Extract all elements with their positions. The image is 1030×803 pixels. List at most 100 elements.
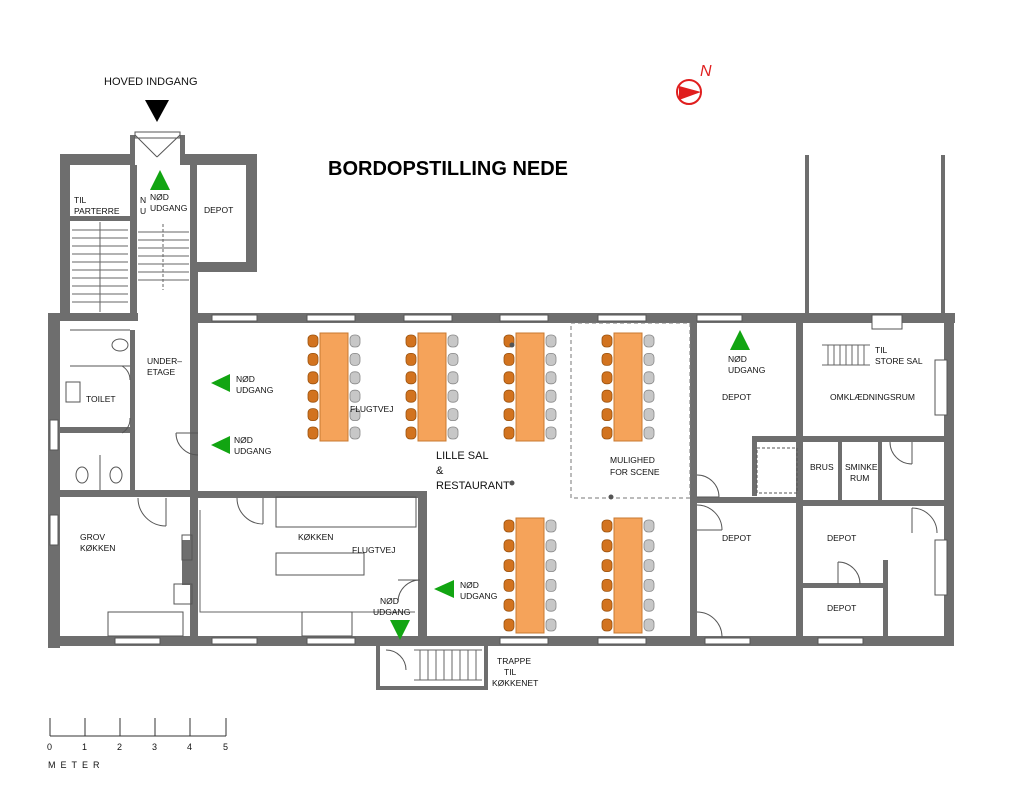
chair (545, 426, 557, 440)
exit-label: NØD (380, 596, 399, 606)
chair (601, 539, 613, 553)
room-marker (608, 494, 614, 500)
chair (601, 371, 613, 385)
entrance-label: HOVED INDGANG (104, 76, 198, 88)
banquet-table (613, 517, 643, 634)
chair (601, 408, 613, 422)
chair (503, 408, 515, 422)
chair (307, 389, 319, 403)
chair (601, 334, 613, 348)
chair (503, 371, 515, 385)
chair (545, 559, 557, 572)
room-labels: TIL PARTERRE N U DEPOT UNDER– ETAGE TOIL… (74, 195, 923, 688)
label-lille-sal: LILLE SAL (436, 450, 489, 462)
chair (349, 334, 361, 348)
chair (503, 598, 515, 612)
exit-label: NØD (234, 435, 253, 445)
scale-tick-label: 1 (82, 742, 87, 752)
scale-unit-label: METER (48, 760, 105, 770)
label-toilet: TOILET (86, 394, 116, 404)
label-restaurant: RESTAURANT (436, 480, 510, 492)
exit-label: UDGANG (460, 591, 497, 601)
chair (503, 579, 515, 592)
label-flugtvej-1: FLUGTVEJ (350, 404, 393, 414)
chair (545, 408, 557, 422)
exit-label: NØD (236, 374, 255, 384)
exit-arrow-left-icon (211, 436, 230, 454)
scale-tick-label: 2 (117, 742, 122, 752)
chair (643, 519, 655, 533)
windows (49, 314, 948, 645)
chair (643, 618, 655, 632)
exit-label: NØD (150, 192, 169, 202)
label-grov-2: KØKKEN (80, 543, 115, 553)
chair (643, 598, 655, 612)
chair (601, 559, 613, 572)
label-til-store-1: TIL (875, 345, 888, 355)
label-sminke-2: RUM (850, 473, 869, 483)
chair (545, 389, 557, 403)
stage-area (570, 322, 691, 499)
chair (545, 618, 557, 632)
chair (307, 371, 319, 385)
label-kokken: KØKKEN (298, 532, 333, 542)
exit-labels: NØD UDGANG NØD UDGANG NØD UDGANG NØD UDG… (150, 192, 765, 617)
chair (503, 559, 515, 572)
scale-tick-label: 0 (47, 742, 52, 752)
chair (349, 408, 361, 422)
chair (349, 371, 361, 385)
chair (643, 371, 655, 385)
chair (349, 426, 361, 440)
scale-tick-label: 3 (152, 742, 157, 752)
chair (503, 618, 515, 632)
chair (601, 598, 613, 612)
exit-arrow-up-icon (730, 330, 750, 350)
exit-arrow-down-icon (390, 620, 410, 640)
chair (307, 334, 319, 348)
label-omklaedning: OMKLÆDNINGSRUM (830, 392, 915, 402)
stairs (72, 222, 870, 681)
exit-label: UDGANG (236, 385, 273, 395)
exit-label: UDGANG (373, 607, 410, 617)
exit-label: UDGANG (150, 203, 187, 213)
chair (405, 408, 417, 422)
chair (405, 426, 417, 440)
toilet-fixtures (65, 329, 130, 490)
chair (307, 352, 319, 366)
label-trappe-2: TIL (504, 667, 517, 677)
scale-tick-label: 4 (187, 742, 192, 752)
entrance-arrow-icon (145, 100, 169, 122)
label-depot-far-right-small: DEPOT (827, 603, 856, 613)
chair (643, 539, 655, 553)
label-mulighed-2: FOR SCENE (610, 467, 660, 477)
chair (545, 334, 557, 348)
label-grov-1: GROV (80, 532, 105, 542)
exit-label: NØD (460, 580, 479, 590)
chair (447, 408, 459, 422)
exit-label: UDGANG (728, 365, 765, 375)
chair (405, 352, 417, 366)
north-arrow-icon: N (676, 63, 712, 105)
label-depot-top: DEPOT (204, 205, 233, 215)
chair (643, 579, 655, 592)
chair (643, 352, 655, 366)
exit-label: UDGANG (234, 446, 271, 456)
chair (307, 426, 319, 440)
chair (545, 579, 557, 592)
label-nod-partial-1: N (140, 195, 146, 205)
chair (601, 352, 613, 366)
chair (447, 352, 459, 366)
chair (503, 426, 515, 440)
chair (545, 519, 557, 533)
label-sminke-1: SMINKE (845, 462, 878, 472)
exit-arrow-up-icon (150, 170, 170, 190)
exit-arrow-left-icon (211, 374, 230, 392)
north-label: N (700, 63, 712, 80)
chair (447, 334, 459, 348)
chair (643, 389, 655, 403)
label-underetage-1: UNDER– (147, 356, 182, 366)
label-mulighed-1: MULIGHED (610, 455, 655, 465)
chair (503, 389, 515, 403)
walls (48, 131, 955, 690)
